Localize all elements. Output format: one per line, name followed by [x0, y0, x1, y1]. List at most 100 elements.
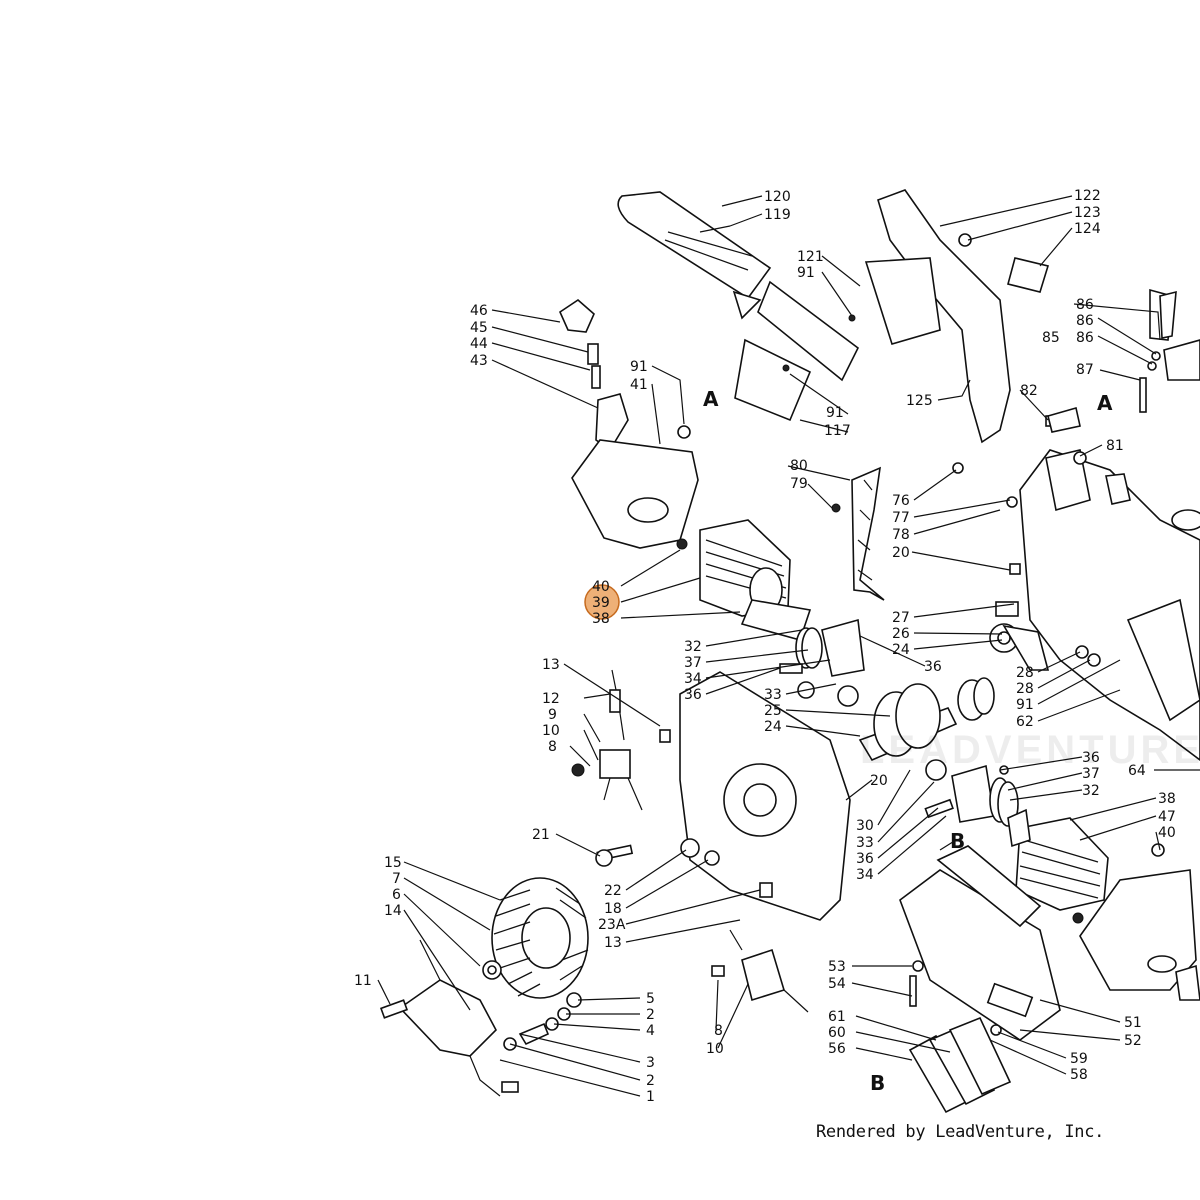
callout-label[interactable]: 60 [828, 1025, 846, 1041]
callout-label[interactable]: 1 [646, 1089, 655, 1105]
muffler [899, 845, 1061, 1041]
callout-label[interactable]: 8 [714, 1023, 723, 1039]
callout-label[interactable]: 28 [1016, 665, 1034, 681]
ignition-coil-upper [571, 669, 643, 811]
callout-label[interactable]: 86 [1076, 313, 1094, 329]
callout-label[interactable]: 7 [392, 871, 401, 887]
guide-bar [617, 191, 772, 320]
callout-label[interactable]: 37 [684, 655, 702, 671]
callout-label[interactable]: 13 [542, 657, 560, 673]
callout-label[interactable]: 64 [1128, 763, 1146, 779]
piston-upper [779, 618, 865, 699]
callout-label[interactable]: 23A [598, 917, 626, 933]
callout-label[interactable]: 33 [856, 835, 874, 851]
callout-label[interactable]: 91 [1016, 697, 1034, 713]
callout-label[interactable]: 44 [470, 336, 488, 352]
callout-label[interactable]: 27 [892, 610, 910, 626]
callout-label[interactable]: 40 [1158, 825, 1176, 841]
front-handle [864, 189, 1050, 444]
callout-label[interactable]: 36 [856, 851, 874, 867]
callout-label[interactable]: 117 [824, 423, 851, 439]
callout-label[interactable]: 10 [542, 723, 560, 739]
callout-label[interactable]: 77 [892, 510, 910, 526]
callout-label[interactable]: 56 [828, 1041, 846, 1057]
callout-label[interactable]: 34 [856, 867, 874, 883]
callout-label[interactable]: 119 [764, 207, 791, 223]
callout-label[interactable]: 32 [1082, 783, 1100, 799]
callout-label[interactable]: 2 [646, 1073, 655, 1089]
callout-label[interactable]: 36 [924, 659, 942, 675]
cylinder-upper [676, 519, 812, 641]
callout-label[interactable]: 13 [604, 935, 622, 951]
callout-label-highlighted[interactable]: 39 [592, 595, 610, 611]
callout-label[interactable]: 121 [797, 249, 824, 265]
callout-label[interactable]: 43 [470, 353, 488, 369]
callout-label[interactable]: 122 [1074, 188, 1101, 204]
callout-label[interactable]: 80 [790, 458, 808, 474]
callout-label[interactable]: 8 [548, 739, 557, 755]
callout-label[interactable]: 24 [764, 719, 782, 735]
callout-label[interactable]: 28 [1016, 681, 1034, 697]
callout-label[interactable]: 91 [797, 265, 815, 281]
callout-label[interactable]: 120 [764, 189, 791, 205]
callout-label[interactable]: 91 [630, 359, 648, 375]
callout-label[interactable]: 12 [542, 691, 560, 707]
callout-label[interactable]: 59 [1070, 1051, 1088, 1067]
callout-label[interactable]: 33 [764, 687, 782, 703]
callout-label[interactable]: 81 [1106, 438, 1124, 454]
callout-label[interactable]: 91 [826, 405, 844, 421]
callout-label[interactable]: 61 [828, 1009, 846, 1025]
callout-label[interactable]: 32 [684, 639, 702, 655]
callout-label[interactable]: 79 [790, 476, 808, 492]
section-letters: A A B B [703, 387, 1113, 1095]
callout-label[interactable]: 54 [828, 976, 846, 992]
callout-label[interactable]: 76 [892, 493, 910, 509]
callout-label[interactable]: 38 [1158, 791, 1176, 807]
callout-label[interactable]: 40 [592, 579, 610, 595]
callout-label[interactable]: 53 [828, 959, 846, 975]
callout-label[interactable]: 24 [892, 642, 910, 658]
callout-label[interactable]: 52 [1124, 1033, 1142, 1049]
callout-label[interactable]: 125 [906, 393, 933, 409]
callout-label[interactable]: 86 [1076, 330, 1094, 346]
callout-label[interactable]: 87 [1076, 362, 1094, 378]
callout-label[interactable]: 85 [1042, 330, 1060, 346]
callout-label[interactable]: 82 [1020, 383, 1038, 399]
callout-label[interactable]: 123 [1074, 205, 1101, 221]
callout-label[interactable]: 124 [1074, 221, 1101, 237]
callout-label[interactable]: 51 [1124, 1015, 1142, 1031]
callout-label[interactable]: 78 [892, 527, 910, 543]
callout-label[interactable]: 2 [646, 1007, 655, 1023]
callout-label[interactable]: 22 [604, 883, 622, 899]
callout-label[interactable]: 5 [646, 991, 655, 1007]
callout-label[interactable]: 6 [392, 887, 401, 903]
callout-label[interactable]: 30 [856, 818, 874, 834]
callout-label[interactable]: 37 [1082, 766, 1100, 782]
callout-label[interactable]: 21 [532, 827, 550, 843]
callout-label[interactable]: 9 [548, 707, 557, 723]
callout-label[interactable]: 3 [646, 1055, 655, 1071]
callout-label[interactable]: 10 [706, 1041, 724, 1057]
callout-label[interactable]: 25 [764, 703, 782, 719]
callout-label[interactable]: 41 [630, 377, 648, 393]
callout-label[interactable]: 11 [354, 973, 372, 989]
callout-label[interactable]: 46 [470, 303, 488, 319]
callout-label[interactable]: 47 [1158, 809, 1176, 825]
callout-label[interactable]: 34 [684, 671, 702, 687]
callout-label[interactable]: 36 [684, 687, 702, 703]
crankcase-right [1019, 288, 1200, 761]
callout-label[interactable]: 26 [892, 626, 910, 642]
callout-label[interactable]: 20 [870, 773, 888, 789]
callout-label[interactable]: 36 [1082, 750, 1100, 766]
callout-label[interactable]: 4 [646, 1023, 655, 1039]
callout-label[interactable]: 20 [892, 545, 910, 561]
callout-label[interactable]: 45 [470, 320, 488, 336]
callout-label[interactable]: 15 [384, 855, 402, 871]
callout-label[interactable]: 38 [592, 611, 610, 627]
callout-label[interactable]: 18 [604, 901, 622, 917]
callout-label[interactable]: 62 [1016, 714, 1034, 730]
callout-label[interactable]: 14 [384, 903, 402, 919]
callout-label[interactable]: 58 [1070, 1067, 1088, 1083]
flywheel [482, 877, 589, 999]
callout-label[interactable]: 86 [1076, 297, 1094, 313]
